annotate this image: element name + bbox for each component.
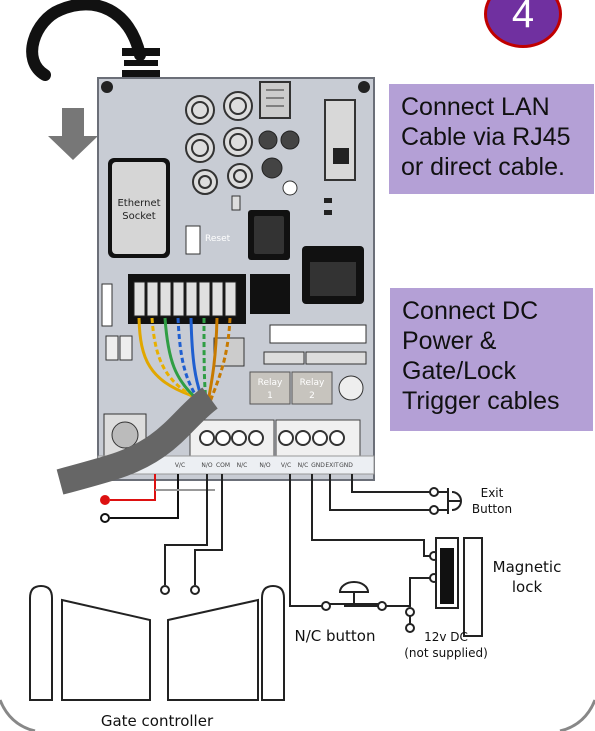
screw-terminals: [199, 430, 345, 446]
terminal-label: EXIT: [325, 462, 339, 469]
terminal-labels: V/C N/O COM N/C N/O V/C N/C GND EXIT GND: [175, 462, 353, 469]
nc-button-icon: [321, 581, 387, 611]
lan-cable: [56, 387, 218, 495]
dial-switch: [338, 375, 364, 401]
lan-terminals: [133, 281, 237, 317]
components: [101, 81, 364, 327]
frame-corner-left: [0, 699, 36, 731]
dc-supply-label: 12v DC: [424, 630, 468, 644]
terminal-label: COM: [216, 462, 230, 469]
nc-button-label: N/C button: [295, 627, 376, 645]
relay2-label: 2: [309, 391, 315, 401]
relay1-label: 1: [267, 391, 273, 401]
magnetic-lock-label: lock: [512, 578, 543, 596]
frame-corner-right: [559, 699, 595, 731]
terminal-label: GND: [339, 462, 353, 469]
terminal-label: GND: [311, 462, 325, 469]
callout-line: Trigger cables: [402, 387, 560, 415]
down-arrow-icon: [48, 108, 98, 160]
magnetic-lock-label: Magnetic: [493, 558, 562, 576]
relay1-label: Relay: [258, 378, 283, 388]
header-connector: [269, 324, 367, 344]
magnetic-lock-icon: [435, 537, 483, 637]
ethernet-socket-label: Ethernet: [117, 198, 160, 209]
gate-controller-label: Gate controller: [101, 712, 214, 730]
dc-supply-label: (not supplied): [404, 646, 488, 660]
terminal-label: N/C: [298, 462, 309, 469]
relay2-label: Relay: [300, 378, 325, 388]
ethernet-cable: [26, 0, 146, 81]
reset-label: Reset: [205, 234, 231, 244]
callout-line: Power &: [402, 327, 497, 355]
relay-1: [249, 371, 291, 405]
capacitors: [185, 91, 253, 195]
terminal-label: N/O: [259, 462, 271, 469]
callout-line: or direct cable.: [401, 153, 565, 181]
mount-hole: [358, 81, 370, 93]
callout-line: Connect DC: [402, 297, 539, 325]
callout-line: Connect LAN: [401, 93, 550, 121]
callout-power: Connect DC Power & Gate/Lock Trigger cab…: [390, 288, 593, 431]
terminal-label: V/C: [175, 462, 185, 469]
relay-2: [291, 371, 333, 405]
callout-line: Gate/Lock: [402, 357, 516, 385]
gate-leaves-icon: [29, 584, 285, 701]
ethernet-socket-label: Socket: [122, 211, 156, 222]
terminal-label: N/O: [201, 462, 213, 469]
mount-hole: [101, 81, 113, 93]
exit-button-label: Button: [472, 502, 512, 516]
callout-lan: Connect LAN Cable via RJ45 or direct cab…: [389, 84, 594, 194]
gate-wires: [160, 474, 223, 595]
exit-wires: [329, 474, 448, 515]
exit-button-label: Exit: [481, 486, 504, 500]
terminal-label: N/C: [237, 462, 248, 469]
exit-button-icon: [447, 488, 462, 514]
power-wires: [100, 474, 215, 523]
callout-line: Cable via RJ45: [401, 123, 571, 151]
terminal-label: V/C: [281, 462, 291, 469]
